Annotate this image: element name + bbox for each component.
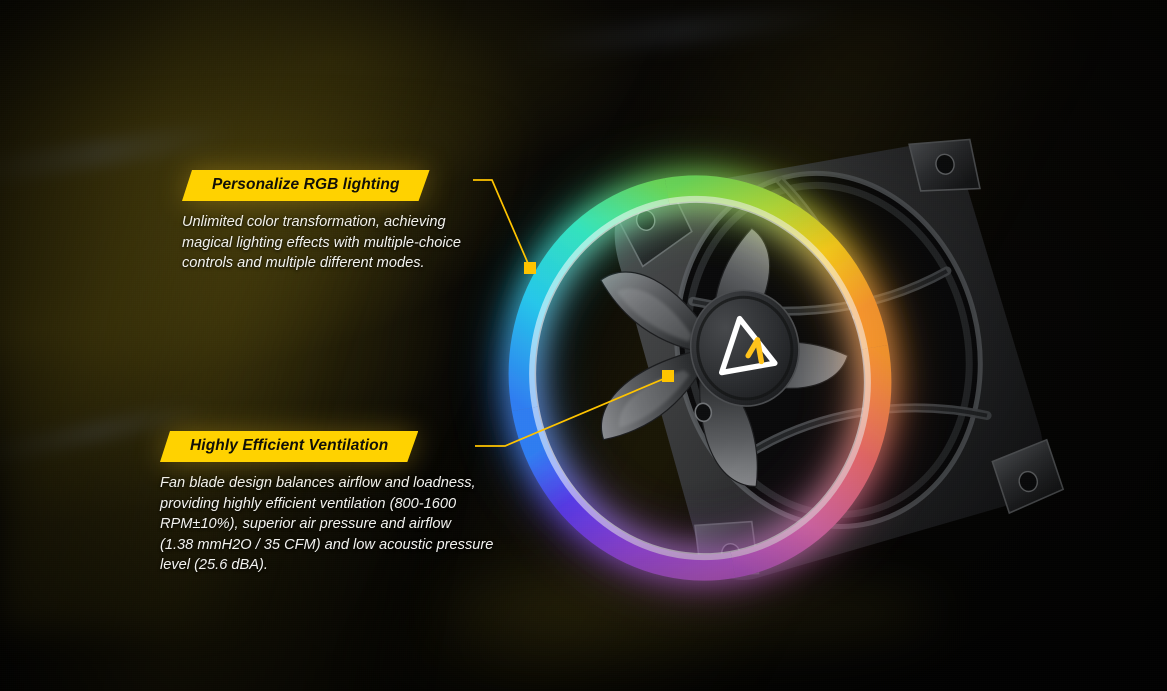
callout-tag-wrap: Personalize RGB lighting [182,170,461,201]
callout-body-text: Fan blade design balances airflow and lo… [160,475,494,573]
callout-tag-label: Highly Efficient Ventilation [160,431,418,462]
callout-tag-label: Personalize RGB lighting [182,170,430,201]
floor-bounce-light [440,572,940,652]
callout-highly-efficient-ventilation: Highly Efficient Ventilation Fan blade d… [160,431,493,576]
callout-tag-wrap: Highly Efficient Ventilation [160,431,493,462]
callout-body-text: Unlimited color transformation, achievin… [182,214,462,271]
callout-personalize-rgb-lighting: Personalize RGB lighting Unlimited color… [182,170,461,274]
